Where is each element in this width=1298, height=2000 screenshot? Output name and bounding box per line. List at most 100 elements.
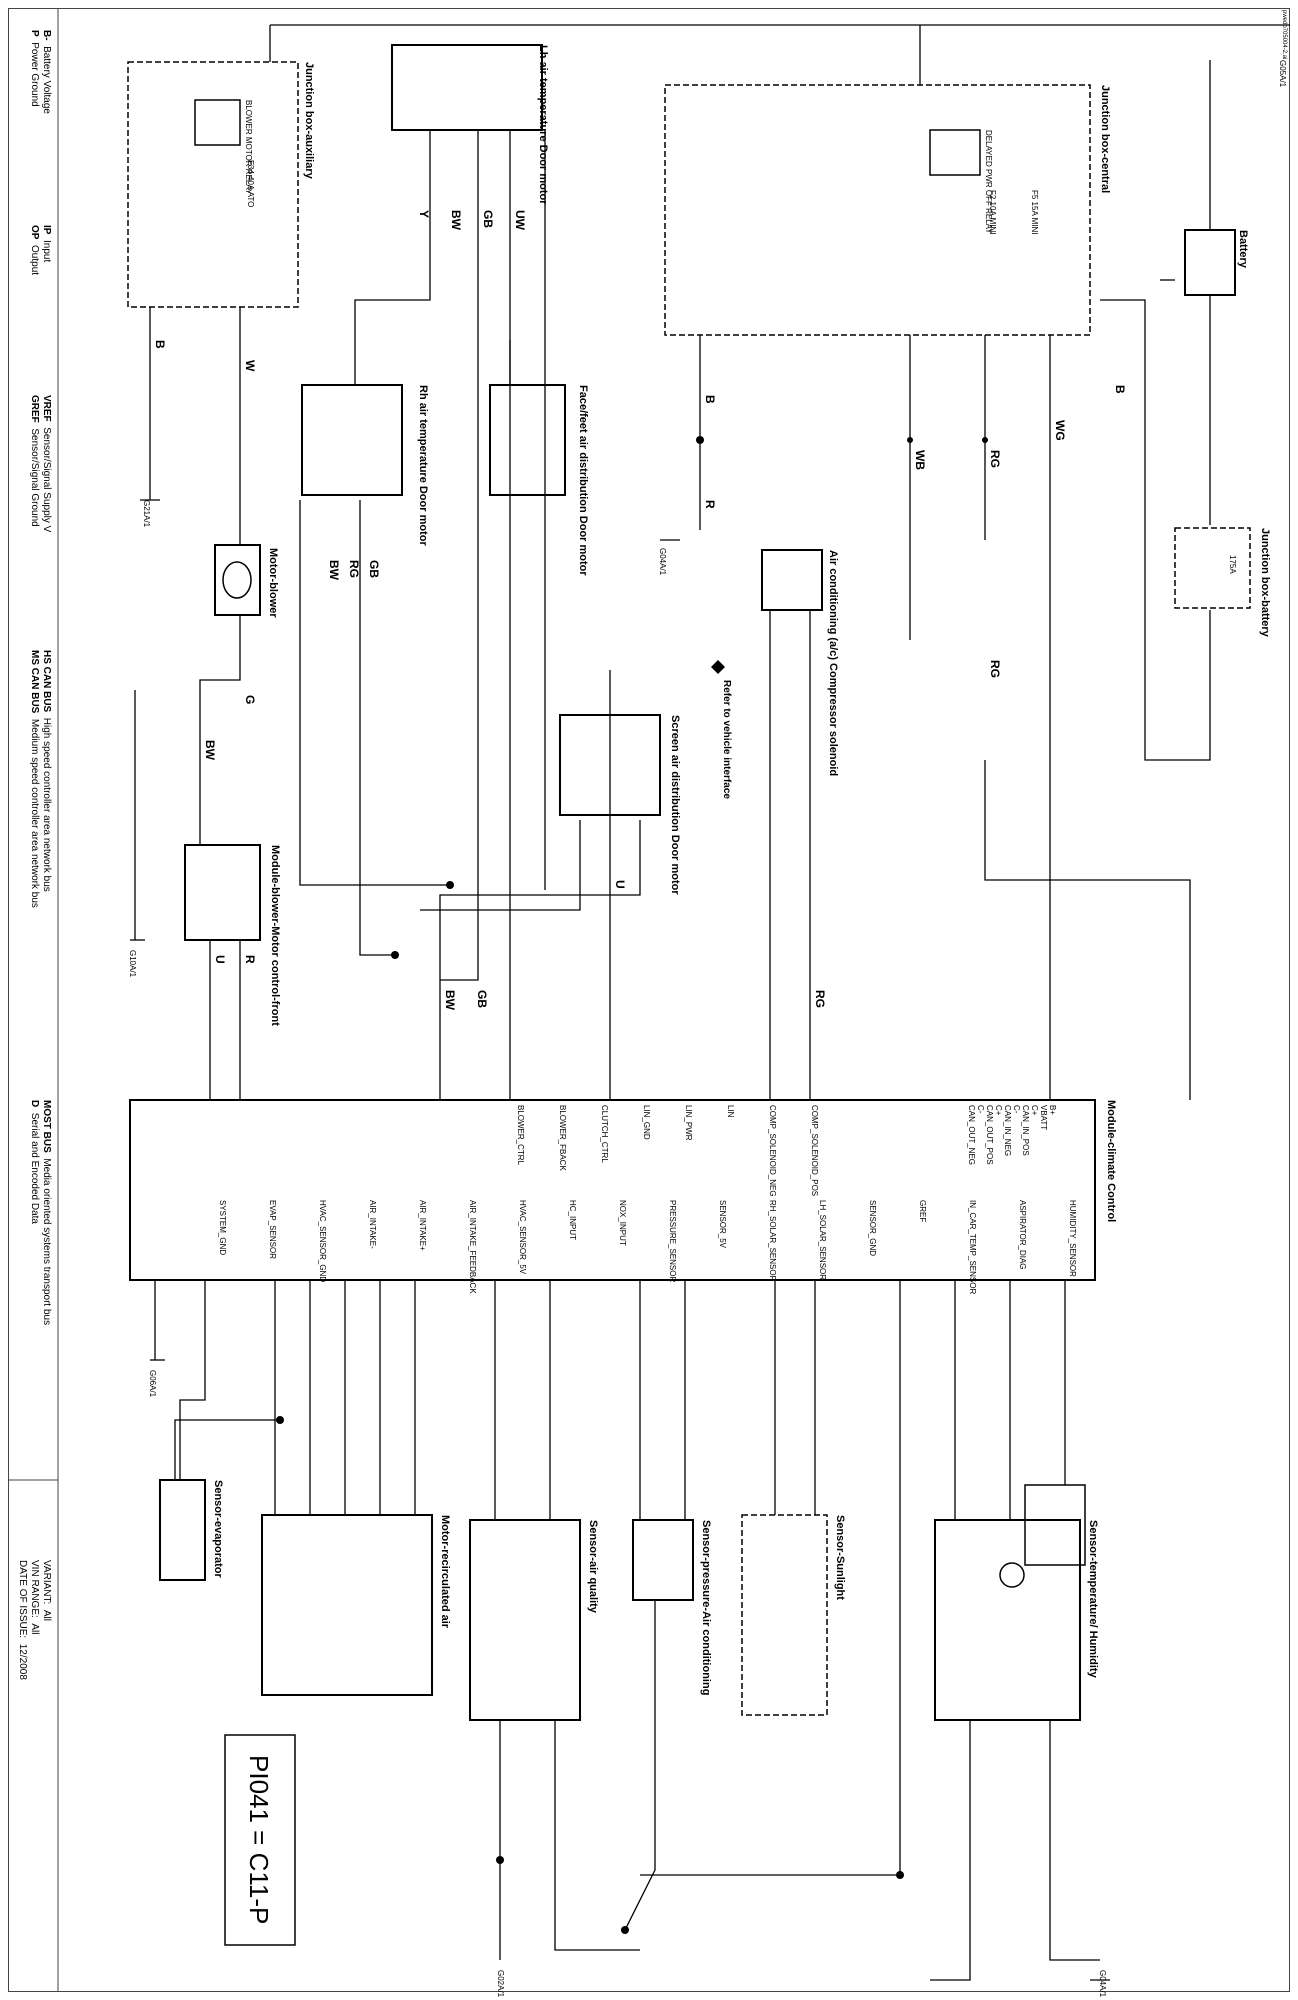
wire-code: RG: [988, 660, 1002, 678]
pressure-sensor-label: Sensor-pressure-Air conditioning: [700, 1520, 712, 1695]
wire-code: GB: [367, 560, 381, 578]
wire-code: U: [213, 955, 227, 964]
wire-code: WG: [1053, 420, 1067, 441]
blower-control-module-box: [184, 844, 261, 941]
jb-central-outline: [664, 84, 1091, 336]
climate-module-label: Module-climate Control: [1105, 1100, 1117, 1222]
climate-pin-label: AIR_INTAKE-: [368, 1200, 377, 1249]
ground-label: G21A/1: [142, 500, 151, 528]
climate-pin-label: C-: [1012, 1105, 1021, 1114]
climate-pin-label: HUMIDITY_SENSOR: [1068, 1200, 1077, 1277]
climate-pin-label: LH_SOLAR_SENSOR: [818, 1200, 827, 1280]
battery-fuse-label: 175A: [1228, 555, 1237, 574]
legend-item: HS CAN BUS High speed controller area ne…: [41, 650, 52, 892]
rh-door-motor-label: Rh air temperature Door motor: [417, 385, 429, 546]
wire-code: Y: [417, 210, 431, 218]
climate-pin-label: LIN_GND: [642, 1105, 651, 1140]
climate-pin-label: LIN_PWR: [684, 1105, 693, 1141]
sunlight-sensor-label: Sensor-Sunlight: [834, 1515, 846, 1600]
climate-pin-label: CLUTCH_CTRL: [600, 1105, 609, 1163]
climate-pin-label: SENSOR_5V: [718, 1200, 727, 1249]
climate-pin-label: HVAC_SENSOR_GND: [318, 1200, 327, 1282]
recirculated-air-motor-box: [261, 1514, 433, 1696]
ground-label: G04A/1: [1098, 1970, 1107, 1998]
wire-code: UW: [513, 210, 527, 231]
aspirator-motor-symbol: [999, 1562, 1025, 1588]
blower-relay-box: [194, 99, 241, 146]
climate-pin-label: CAN_IN_NEG: [1003, 1105, 1012, 1156]
climate-pin-label: HC_INPUT: [568, 1200, 577, 1240]
sunlight-sensor-outline: [741, 1514, 828, 1716]
wire-code: W: [243, 360, 257, 372]
climate-pins-top: B+VBATTC+CAN_IN_POSC-CAN_IN_NEGC+CAN_OUT…: [967, 1105, 1057, 1165]
battery-label: Battery: [1237, 230, 1249, 269]
climate-pin-label: CAN_IN_POS: [1021, 1105, 1030, 1156]
evaporator-sensor-box: [159, 1479, 206, 1581]
battery-box: [1184, 229, 1236, 296]
wire-code: B: [153, 340, 167, 349]
compressor-solenoid-label: Air conditioning (a/c) Compressor soleno…: [827, 550, 839, 776]
wire-code: WB: [913, 450, 927, 470]
sheet-border: [8, 8, 1290, 1992]
legend-item: OP Output: [29, 225, 40, 276]
wire-code: BW: [443, 990, 457, 1011]
climate-pin-label: C+: [994, 1105, 1003, 1116]
legend-item: MS CAN BUS Medium speed controller area …: [29, 650, 40, 908]
lh-door-motor-box: [391, 44, 543, 131]
wire-code: RG: [988, 450, 1002, 468]
legend-item: IP Input: [41, 225, 52, 263]
diamond-icon: [711, 660, 725, 674]
climate-pin-label: B+: [1048, 1105, 1057, 1115]
climate-pin-label: BLOWER_FBACK: [558, 1105, 567, 1171]
climate-pin-label: RH_SOLAR_SENSOR: [768, 1200, 777, 1282]
legend-item: MOST BUS Media oriented systems transpor…: [41, 1100, 52, 1326]
air-quality-sensor-box: [469, 1519, 581, 1721]
wire-code: RG: [347, 560, 361, 578]
rh-door-motor-box: [301, 384, 403, 496]
climate-pins-middle: COMP_SOLENOID_POSCOMP_SOLENOID_NEGLINLIN…: [516, 1105, 819, 1197]
climate-pin-label: BLOWER_CTRL: [516, 1105, 525, 1166]
ground-label: G02A/1: [496, 1970, 505, 1998]
wire-code: U: [613, 880, 627, 889]
refer-note: Refer to vehicle interface: [721, 680, 732, 799]
legend-item: D Serial and Encoded Data: [29, 1100, 40, 1224]
evaporator-sensor-label: Sensor-evaporator: [212, 1480, 224, 1579]
climate-pin-label: PRESSURE_SENSOR: [668, 1200, 677, 1282]
climate-pin-label: EVAP_SENSOR: [268, 1200, 277, 1259]
central-fuse1-label: F5 15A MINI: [1030, 190, 1039, 234]
delayed-relay-label: DELAYED PWR OFF RELAY: [984, 130, 993, 234]
variant-line: VARIANT: All: [41, 1560, 52, 1621]
note-box: [224, 1734, 296, 1946]
climate-pin-label: ASPIRATOR_DIAG: [1018, 1200, 1027, 1270]
vin-range-line: VIN RANGE: All: [29, 1560, 40, 1635]
climate-pin-label: CAN_OUT_NEG: [967, 1105, 976, 1165]
climate-pin-label: AIR_INTAKE_FEEDBACK: [468, 1200, 477, 1294]
wire-code: GB: [481, 210, 495, 228]
date-of-issue-line: DATE OF ISSUE: 12/2008: [17, 1560, 28, 1680]
face-door-motor-label: Face/feet air distribution Door motor: [577, 385, 589, 576]
wire-code: GB: [475, 990, 489, 1008]
wire-code: B: [1113, 385, 1127, 394]
blower-fuse-label: F34 40A ATO: [246, 160, 255, 207]
climate-pin-label: NOX_INPUT: [618, 1200, 627, 1246]
climate-pin-label: COMP_SOLENOID_NEG: [768, 1105, 777, 1197]
humidity-sensor-inner: [1024, 1484, 1086, 1566]
jb-auxiliary-outline: [127, 61, 299, 308]
climate-control-module-box: [129, 1099, 1096, 1281]
climate-pin-label: AIR_INTAKE+: [418, 1200, 427, 1251]
wire-code: R: [703, 500, 717, 509]
jb-auxiliary-label: Junction box-auxiliary: [303, 62, 315, 180]
pressure-sensor-box: [632, 1519, 694, 1601]
air-quality-sensor-label: Sensor-air quality: [587, 1520, 599, 1614]
compressor-solenoid-box: [761, 549, 823, 611]
temp-humidity-sensor-label: Sensor-temperature/ Humidity: [1087, 1520, 1099, 1679]
climate-pin-label: C+: [1030, 1105, 1039, 1116]
wire-code: BW: [203, 740, 217, 761]
climate-pin-label: COMP_SOLENOID_POS: [810, 1105, 819, 1196]
climate-pin-label: CAN_OUT_POS: [985, 1105, 994, 1165]
legend-item: B- Battery Voltage: [41, 30, 52, 114]
central-fuse2-label: F2 10A MINI: [988, 190, 997, 234]
climate-pin-label: VBATT: [1039, 1105, 1048, 1130]
